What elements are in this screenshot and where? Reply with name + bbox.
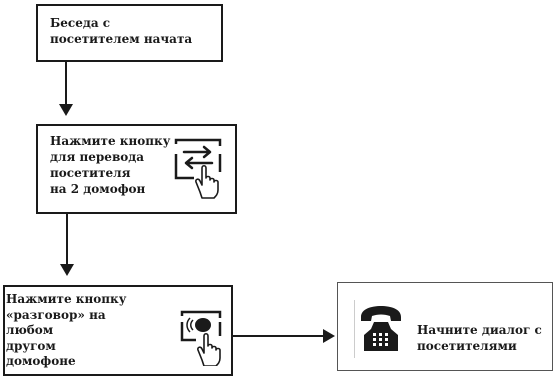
step-1-text: Беседа с посетителем начата	[50, 15, 192, 47]
step-2-line-2: для перевода	[50, 150, 145, 164]
talk-button-hand-icon	[180, 310, 222, 366]
connector-3-4	[233, 335, 323, 337]
step-1-line-1: Беседа с	[50, 16, 111, 30]
step-1-line-2: посетителем начата	[50, 32, 193, 46]
step-2-line-1: Нажмите кнопку	[50, 134, 171, 148]
step-4-line-1: Начните диалог с	[417, 323, 542, 337]
step-4-line-2: посетителями	[417, 339, 517, 353]
step-3-line-3: любом	[6, 323, 54, 337]
connector-2-3	[66, 214, 68, 266]
step-3-line-2: «разговор» на	[6, 307, 106, 322]
connector-1-2	[65, 62, 67, 106]
step-1-box	[36, 4, 223, 62]
telephone-icon	[361, 306, 401, 351]
step-4-divider	[354, 300, 355, 358]
step-3-line-4: другом	[6, 338, 56, 353]
step-2-line-3: посетителя	[50, 166, 131, 180]
step-4-text: Начните диалог с посетителями	[417, 322, 542, 354]
step-3-line-1: Нажмите кнопку	[6, 292, 127, 306]
step-3-text: Нажмите кнопку «разговор» на любом друго…	[6, 292, 126, 370]
step-3-line-5: домофоне	[6, 354, 76, 368]
arrow-head-3-4	[323, 329, 335, 343]
arrow-head-2-3	[60, 264, 74, 276]
step-2-line-4: на 2 домофон	[50, 182, 146, 196]
step-2-text: Нажмите кнопку для перевода посетителя н…	[50, 133, 170, 197]
transfer-button-hand-icon	[174, 138, 222, 199]
arrow-head-1-2	[59, 104, 73, 116]
step-3-box	[3, 285, 233, 376]
